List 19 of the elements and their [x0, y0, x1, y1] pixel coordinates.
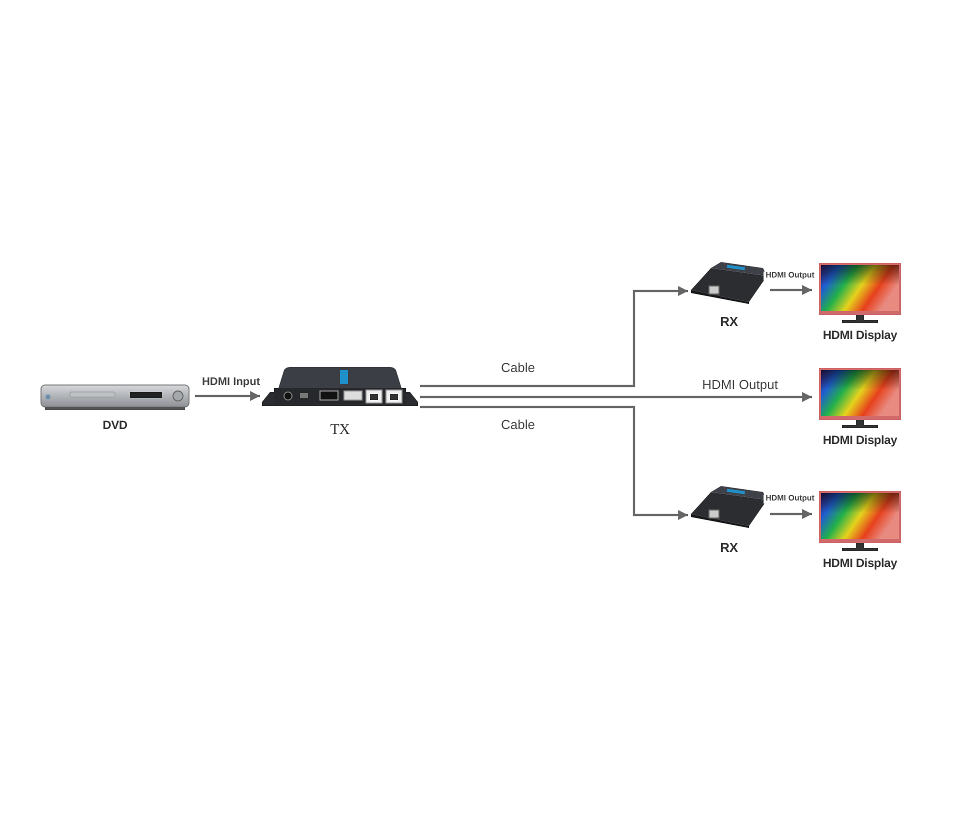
device-label: HDMI Display — [822, 556, 898, 570]
edge-label: Cable — [499, 360, 537, 376]
device-label: RX — [720, 540, 738, 555]
edge-label: Cable — [499, 418, 537, 432]
arrow — [420, 392, 812, 402]
edge-label: HDMI Output — [764, 494, 816, 504]
arrow — [420, 406, 688, 520]
edge-label: HDMI Input — [200, 376, 262, 388]
device-label: HDMI Display — [822, 328, 898, 342]
arrow — [770, 285, 812, 295]
edge-label: HDMI Output — [700, 378, 780, 392]
edge-label: HDMI Output — [764, 272, 816, 280]
device-label: HDMI Display — [822, 433, 898, 447]
arrow — [420, 286, 688, 388]
device-label: RX — [720, 314, 738, 329]
device-label: TX — [330, 422, 350, 439]
device-label: DVD — [102, 418, 128, 432]
arrow — [770, 509, 812, 519]
arrow — [195, 391, 260, 401]
